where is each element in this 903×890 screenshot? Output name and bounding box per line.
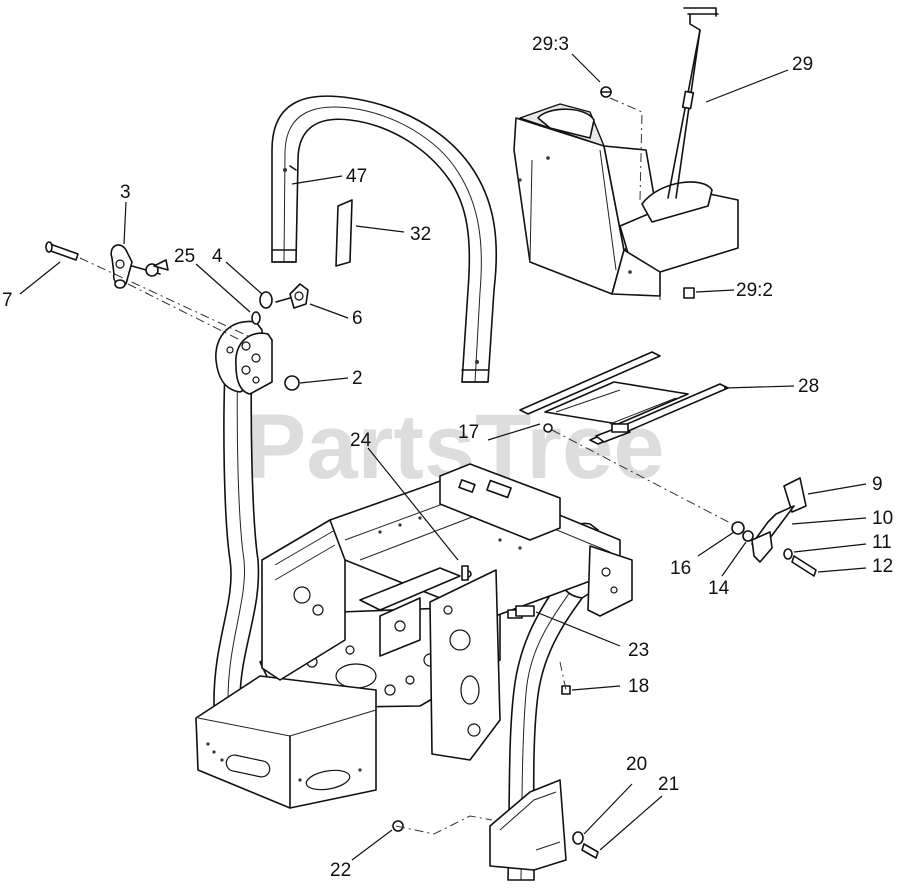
callout-14: 14 xyxy=(708,578,730,599)
callout-21: 21 xyxy=(658,774,679,795)
plate-23 xyxy=(515,605,535,617)
decal-32 xyxy=(335,199,353,267)
callout-29: 29 xyxy=(792,54,813,75)
callout-24: 24 xyxy=(350,430,372,451)
bolt-24 xyxy=(461,565,469,581)
roll-bar-hoop xyxy=(271,95,498,383)
callout-47: 47 xyxy=(346,166,367,187)
washer-11 xyxy=(783,548,793,560)
callout-16: 16 xyxy=(670,558,691,579)
callout-4: 4 xyxy=(212,246,223,267)
seat-mount-frame xyxy=(519,351,729,445)
callout-9: 9 xyxy=(872,474,883,495)
callout-3: 3 xyxy=(120,182,131,203)
callout-12: 12 xyxy=(872,556,893,577)
callout-2: 2 xyxy=(352,368,363,389)
callout-29-3: 29:3 xyxy=(532,34,569,55)
pin-7 xyxy=(45,241,79,261)
grip-9 xyxy=(783,477,807,513)
callout-17: 17 xyxy=(458,422,479,443)
nut-17 xyxy=(543,423,553,433)
callout-labels: 29:3 29 3 47 25 4 32 7 6 2 29:2 28 24 17… xyxy=(2,34,893,881)
callout-23: 23 xyxy=(628,640,649,661)
callout-6: 6 xyxy=(352,308,363,329)
callout-10: 10 xyxy=(872,508,893,529)
callout-20: 20 xyxy=(626,754,647,775)
bolt-12 xyxy=(791,555,817,577)
callout-28: 28 xyxy=(798,376,819,397)
leader-lines xyxy=(19,53,867,861)
main-frame xyxy=(195,463,633,809)
assembly-lines xyxy=(79,97,737,835)
washer-20 xyxy=(572,831,584,845)
callout-11: 11 xyxy=(872,532,892,553)
seat-assembly xyxy=(513,7,739,299)
callout-25: 25 xyxy=(174,246,195,267)
callout-7: 7 xyxy=(2,290,13,311)
bushing-4 xyxy=(259,291,273,309)
nut-18 xyxy=(561,685,571,695)
knob-6 xyxy=(275,283,309,309)
bolt-21 xyxy=(581,843,599,859)
spacer-14 xyxy=(742,530,754,542)
callout-29-2: 29:2 xyxy=(736,280,773,301)
callout-22: 22 xyxy=(330,860,351,881)
nut-16 xyxy=(731,521,745,535)
callout-18: 18 xyxy=(628,676,649,697)
callout-32: 32 xyxy=(410,224,431,245)
nut-2 xyxy=(284,375,300,391)
